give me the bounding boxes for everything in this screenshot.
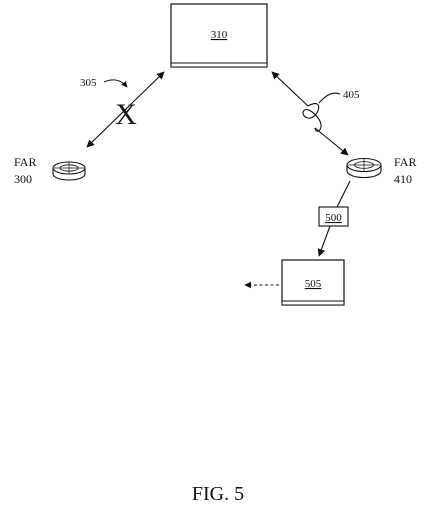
node-500-label: 500: [325, 212, 342, 224]
figure-caption: FIG. 5: [192, 483, 244, 505]
link-310-far410-upper: [271, 71, 309, 107]
ref-label-405: 405: [343, 89, 360, 101]
leader-305: [103, 79, 128, 88]
link-500-505: [317, 225, 331, 257]
leader-405: [318, 92, 341, 104]
far-300-label-line1: FAR: [14, 155, 36, 169]
node-310-box: 310: [170, 3, 268, 68]
far-410-label-line1: FAR: [394, 155, 416, 169]
far-300-label-line2: 300: [14, 172, 32, 186]
blocked-x-mark: X: [115, 98, 137, 131]
far-410-device-icon: [346, 157, 382, 179]
wireless-squiggle: [302, 103, 322, 132]
ref-label-305: 305: [80, 77, 97, 89]
node-505-label: 505: [305, 278, 322, 290]
far-300-device-icon: [52, 161, 86, 181]
link-far300-310: [86, 71, 165, 148]
far-410-label-line2: 410: [394, 172, 412, 186]
link-310-far410-lower: [314, 127, 349, 156]
node-500-box: 500: [318, 206, 349, 227]
node-505-box: 505: [281, 259, 345, 306]
link-far410-500: [336, 180, 351, 208]
node-310-label: 310: [211, 29, 228, 41]
